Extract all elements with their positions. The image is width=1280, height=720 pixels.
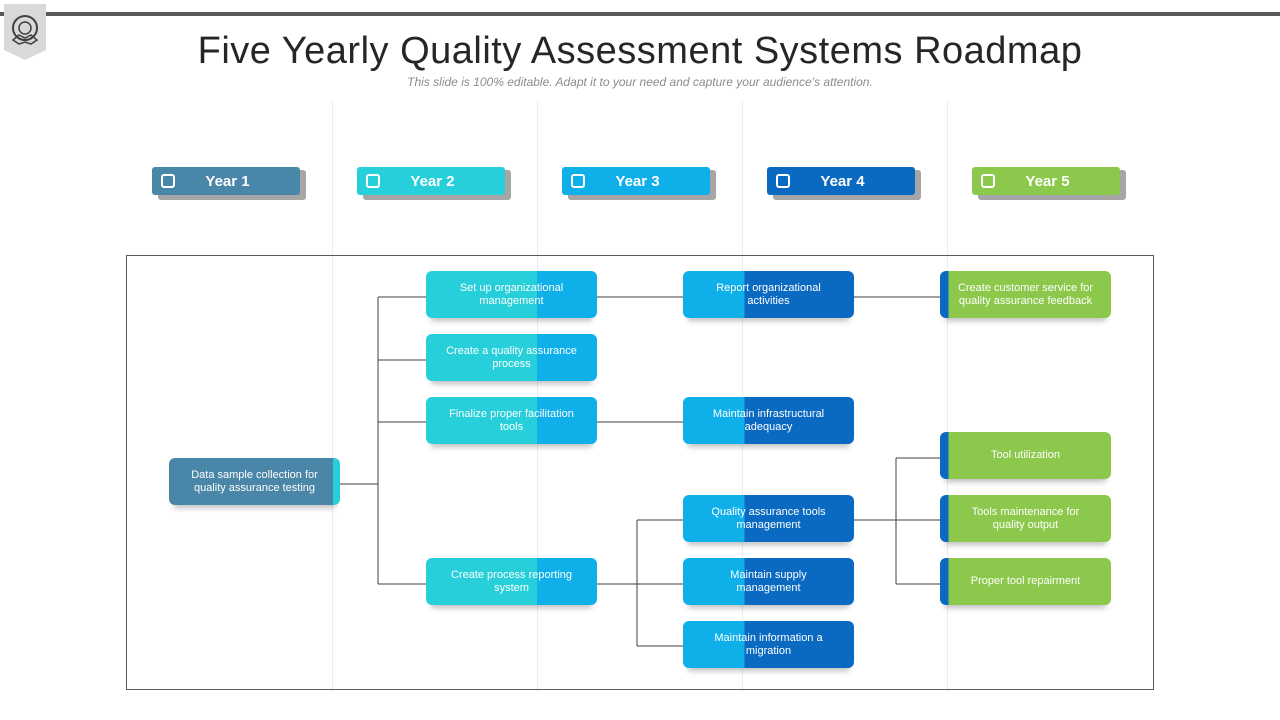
y4-node-3: Quality assurance tools management	[683, 495, 854, 542]
checkbox-icon	[161, 174, 175, 188]
year-5-tab: Year 5	[972, 167, 1120, 195]
checkbox-icon	[776, 174, 790, 188]
node-label: Maintain infrastructural adequacy	[712, 407, 825, 433]
page-subtitle: This slide is 100% editable. Adapt it to…	[407, 75, 873, 89]
column-divider	[332, 102, 333, 692]
gear-handshake-icon	[4, 4, 46, 60]
node-label: Finalize proper facilitation tools	[449, 407, 574, 433]
page-title: Five Yearly Quality Assessment Systems R…	[197, 30, 1083, 72]
y5-node-1: Create customer service for quality assu…	[940, 271, 1111, 318]
y2-node-3: Finalize proper facilitation tools	[426, 397, 597, 444]
year-label: Year 5	[1025, 172, 1070, 190]
node-label: Create customer service for quality assu…	[957, 281, 1094, 307]
roadmap-frame	[126, 255, 1154, 690]
year-label: Year 1	[205, 172, 250, 190]
column-divider	[947, 102, 948, 692]
checkbox-icon	[571, 174, 585, 188]
y2-node-1: Set up organizational management	[426, 271, 597, 318]
y4-node-1: Report organizational activities	[683, 271, 854, 318]
year-label: Year 3	[615, 172, 660, 190]
y4-node-4: Maintain supply management	[683, 558, 854, 605]
node-label: Tools maintenance for quality output	[971, 505, 1080, 531]
y2-node-2: Create a quality assurance process	[426, 334, 597, 381]
year-1-tab: Year 1	[152, 167, 300, 195]
y5-node-2: Tool utilization	[940, 432, 1111, 479]
node-label: Report organizational activities	[716, 281, 821, 307]
year-4-tab: Year 4	[767, 167, 915, 195]
y2-node-4: Create process reporting system	[426, 558, 597, 605]
node-label: Proper tool repairment	[970, 575, 1081, 587]
node-label: Create process reporting system	[450, 568, 573, 594]
node-label: Data sample collection for quality assur…	[191, 468, 318, 494]
y4-node-5: Maintain information a migration	[683, 621, 854, 668]
node-label: Set up organizational management	[459, 281, 564, 307]
y4-node-2: Maintain infrastructural adequacy	[683, 397, 854, 444]
checkbox-icon	[366, 174, 380, 188]
y5-node-3: Tools maintenance for quality output	[940, 495, 1111, 542]
year-label: Year 4	[820, 172, 865, 190]
node-label: Maintain information a migration	[714, 631, 823, 657]
checkbox-icon	[981, 174, 995, 188]
root-node: Data sample collection for quality assur…	[169, 458, 340, 505]
year-label: Year 2	[410, 172, 455, 190]
y5-node-4: Proper tool repairment	[940, 558, 1111, 605]
node-label: Quality assurance tools management	[711, 505, 826, 531]
node-label: Tool utilization	[990, 449, 1061, 461]
node-label: Create a quality assurance process	[446, 344, 577, 370]
year-2-tab: Year 2	[357, 167, 505, 195]
year-3-tab: Year 3	[562, 167, 710, 195]
top-accent-bar	[0, 12, 1280, 16]
node-label: Maintain supply management	[730, 568, 807, 594]
